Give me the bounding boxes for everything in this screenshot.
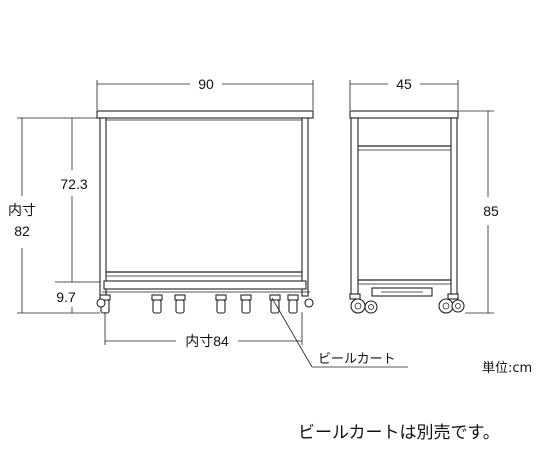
callout: ビールカート bbox=[271, 297, 408, 368]
side-back-leg bbox=[450, 117, 458, 297]
front-top-panel bbox=[96, 110, 314, 119]
front-width-label: 90 bbox=[198, 76, 214, 92]
footnote: ビールカートは別売です。 bbox=[298, 423, 500, 443]
bottom-gap-label: 9.7 bbox=[56, 289, 76, 305]
inner-height-label: 72.3 bbox=[60, 176, 87, 192]
inner-width-label: 内寸84 bbox=[185, 333, 229, 349]
callout-label: ビールカート bbox=[318, 352, 396, 367]
side-front-leg bbox=[350, 117, 359, 297]
front-view: 90 bbox=[8, 76, 314, 349]
beer-cart-tray bbox=[103, 280, 307, 290]
front-left-leg bbox=[99, 117, 107, 297]
side-view: 45 85 bbox=[349, 76, 499, 314]
side-height-label: 85 bbox=[483, 203, 499, 219]
unit-label: 単位:cm bbox=[482, 360, 532, 376]
side-casters bbox=[349, 293, 465, 314]
front-casters bbox=[96, 294, 314, 314]
side-depth-label: 45 bbox=[396, 76, 412, 92]
front-right-leg bbox=[301, 117, 309, 297]
inner-total-label-line1: 内寸 bbox=[8, 202, 36, 218]
side-top-panel bbox=[349, 110, 459, 119]
inner-total-label-line2: 82 bbox=[14, 223, 30, 239]
